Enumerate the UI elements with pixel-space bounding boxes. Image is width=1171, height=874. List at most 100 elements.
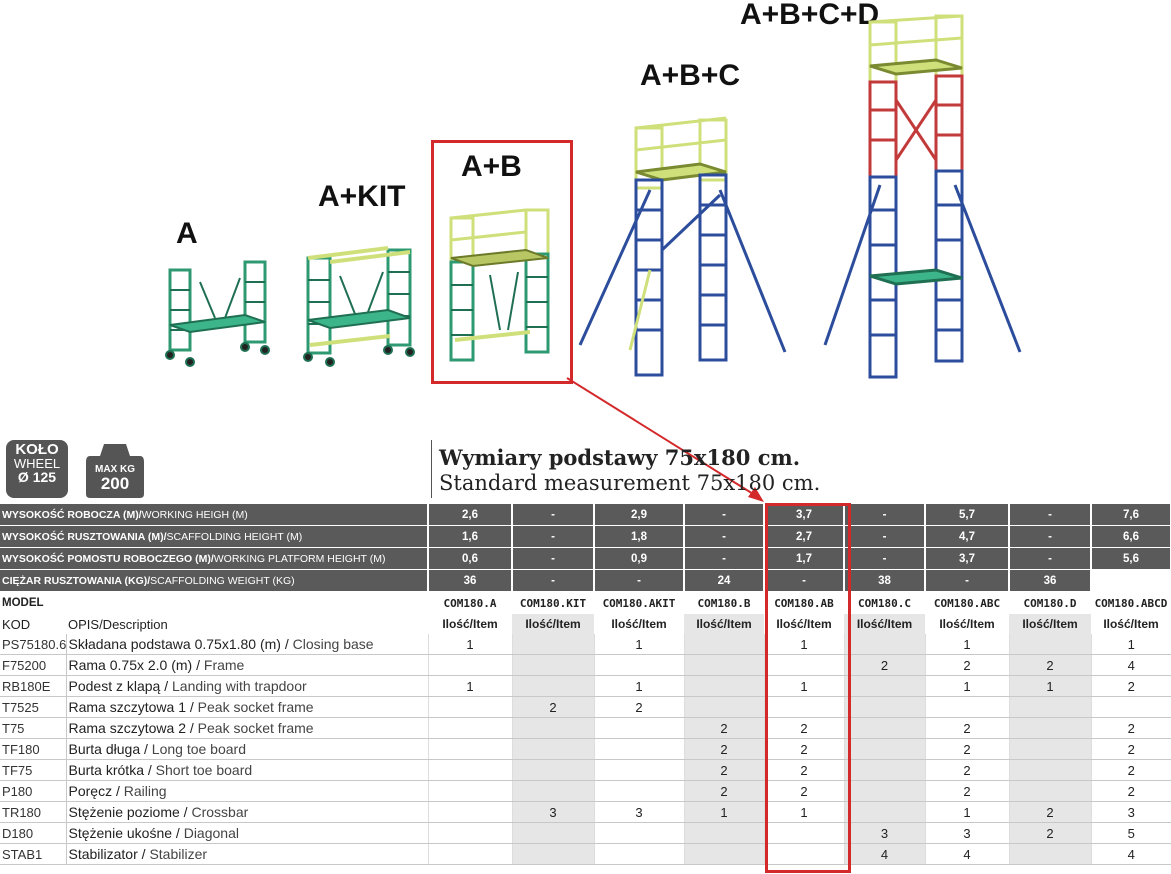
quantity-cell: 3: [843, 822, 925, 844]
config-label-abcd: A+B+C+D: [740, 0, 879, 31]
component-code: D180: [0, 822, 66, 844]
spec-label: WYSOKOŚĆ POMOSTU ROBOCZEGO (M)/WORKING P…: [0, 547, 429, 570]
description-polish: Rama szczytowa 1: [68, 699, 186, 715]
spec-row: WYSOKOŚĆ POMOSTU ROBOCZEGO (M)/WORKING P…: [0, 547, 1171, 570]
config-label-ab: A+B: [461, 150, 522, 183]
description-separator: /: [192, 657, 204, 673]
scaffold-abc-drawing: [578, 116, 787, 377]
quantity-cell: 1: [763, 634, 844, 655]
quantity-cell: 2: [843, 654, 925, 676]
spec-value: -: [925, 569, 1010, 592]
quantity-cell: 2: [593, 696, 684, 718]
scaffold-abcd-drawing: [823, 14, 1022, 379]
spec-value: -: [512, 569, 595, 592]
quantity-cell: 1: [683, 801, 764, 823]
spec-value: 38: [844, 569, 926, 592]
model-label: MODEL: [2, 597, 44, 609]
scaffold-ab-drawing: [449, 208, 550, 362]
quantity-cell: 4: [1090, 843, 1171, 865]
description-polish: Stężenie ukośne: [68, 825, 173, 841]
description-english: Peak socket frame: [197, 720, 314, 736]
quantity-cell: 1: [1008, 675, 1091, 697]
spec-value: 3,7: [925, 547, 1010, 570]
quantity-cell: 1: [427, 675, 512, 697]
spec-label-english: WORKING HEIGH (M): [141, 508, 248, 521]
quantity-cell: [1008, 634, 1091, 655]
heading-english: Standard measurement 75x180 cm.: [439, 471, 821, 495]
item-label: Ilość/Item: [939, 617, 995, 631]
quantity-cell: [593, 780, 684, 802]
spec-row: CIĘŻAR RUSZTOWANIA (KG)/SCAFFOLDING WEIG…: [0, 569, 1171, 592]
model-cell: COM180.ABCD: [1094, 596, 1168, 610]
spec-row: WYSOKOŚĆ ROBOCZA (M)/WORKING HEIGH (M)2,…: [0, 504, 1171, 526]
description-polish: Poręcz: [68, 783, 113, 799]
quantity-cell: 1: [924, 675, 1009, 697]
quantity-cell: [1008, 717, 1091, 739]
component-description: Poręcz / Railing: [65, 780, 428, 802]
quantity-cell: [427, 738, 512, 760]
spec-value: -: [512, 525, 595, 548]
max-weight-value: 200: [100, 474, 130, 493]
quantity-cell: 1: [593, 675, 684, 697]
ab-highlight-frame: [431, 140, 573, 384]
quantity-cell: [427, 696, 512, 718]
quantity-cell: 1: [763, 801, 844, 823]
wheel-badge-size: Ø 125: [17, 469, 57, 485]
quantity-cell: [511, 675, 594, 697]
quantity-cell: [843, 801, 925, 823]
description-polish: Stężenie poziome: [68, 804, 180, 820]
spec-value: -: [512, 504, 595, 526]
quantity-cell: [763, 654, 844, 676]
component-description: Składana podstawa 0.75x1.80 (m) / Closin…: [65, 634, 428, 655]
model-cell: COM180.D: [1023, 596, 1077, 610]
spec-value: -: [764, 569, 845, 592]
spec-value: -: [512, 547, 595, 570]
spec-value: 2,6: [428, 504, 513, 526]
quantity-cell: 2: [763, 717, 844, 739]
component-code: T7525: [0, 696, 66, 718]
component-description: Rama szczytowa 1 / Peak socket frame: [65, 696, 428, 718]
item-label: Ilość/Item: [684, 614, 764, 634]
component-description: Burta krótka / Short toe board: [65, 759, 428, 781]
spec-value: -: [684, 525, 765, 548]
quantity-cell: [511, 759, 594, 781]
quantity-cell: [1008, 738, 1091, 760]
quantity-cell: 1: [924, 634, 1009, 655]
description-polish: Burta długa: [68, 741, 141, 757]
quantity-cell: 2: [1090, 759, 1171, 781]
spec-rows: WYSOKOŚĆ ROBOCZA (M)/WORKING HEIGH (M)2,…: [0, 504, 1171, 592]
quantity-cell: [511, 717, 594, 739]
quantity-cell: 2: [924, 738, 1009, 760]
quantity-cell: 3: [924, 822, 1009, 844]
spec-value: -: [684, 547, 765, 570]
quantity-cell: [1090, 696, 1171, 718]
quantity-cell: 2: [683, 759, 764, 781]
quantity-cell: 1: [763, 675, 844, 697]
spec-value: [1091, 569, 1171, 592]
quantity-cell: 4: [1090, 654, 1171, 676]
quantity-cell: 1: [924, 801, 1009, 823]
description-english: Frame: [203, 657, 245, 673]
quantity-cell: 3: [511, 801, 594, 823]
spec-label-english: WORKING PLATFORM HEIGHT (M): [213, 552, 386, 565]
scaffold-illustrations: A A+KIT A+B A+B+C A+B+C+D: [165, 0, 1022, 379]
quantity-cell: 2: [1090, 738, 1171, 760]
component-code: TF180: [0, 738, 66, 760]
description-english: Long toe board: [151, 741, 246, 757]
item-label: Ilość/Item: [844, 614, 925, 634]
description-separator: /: [280, 636, 293, 652]
spec-value: 1,7: [764, 547, 845, 570]
quantity-cell: [843, 738, 925, 760]
quantity-cell: [924, 696, 1009, 718]
quantity-cell: 2: [511, 696, 594, 718]
spec-value: -: [844, 525, 926, 548]
quantity-cell: 4: [924, 843, 1009, 865]
quantity-cell: [427, 759, 512, 781]
